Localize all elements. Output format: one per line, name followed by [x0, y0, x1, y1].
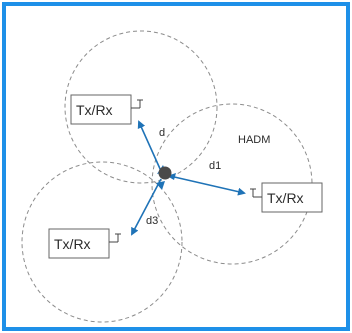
arrowhead-d3-center: [156, 181, 165, 190]
transceiver-bottom-left: Tx/Rx: [48, 228, 121, 259]
distance-label-d: d: [159, 127, 165, 139]
distance-label-d1: d1: [209, 160, 221, 172]
antenna-icon: [250, 188, 262, 198]
transceiver-top: Tx/Rx: [70, 94, 143, 125]
transceiver-label: Tx/Rx: [267, 190, 304, 206]
antenna-icon: [131, 99, 143, 109]
distance-arrow-d3: [131, 178, 162, 236]
arrowhead-d1-center: [167, 173, 176, 180]
transceiver-box: [70, 94, 132, 125]
transceiver-box: [48, 228, 110, 259]
center-node: [158, 166, 172, 180]
transceiver-right: Tx/Rx: [250, 182, 323, 213]
diagram-frame: [2, 2, 350, 331]
transceiver-label: Tx/Rx: [76, 102, 113, 118]
transceiver-box: [261, 182, 323, 213]
transceiver-label: Tx/Rx: [54, 236, 91, 252]
hadm-label: HADM: [238, 134, 270, 146]
distance-arrow-d1: [169, 175, 246, 196]
distance-arrow-d: [137, 120, 162, 172]
coverage-circle-top: [64, 30, 218, 184]
coverage-circle-bottom-left: [21, 161, 183, 323]
distance-label-d3: d3: [146, 215, 158, 227]
antenna-icon: [109, 233, 121, 243]
